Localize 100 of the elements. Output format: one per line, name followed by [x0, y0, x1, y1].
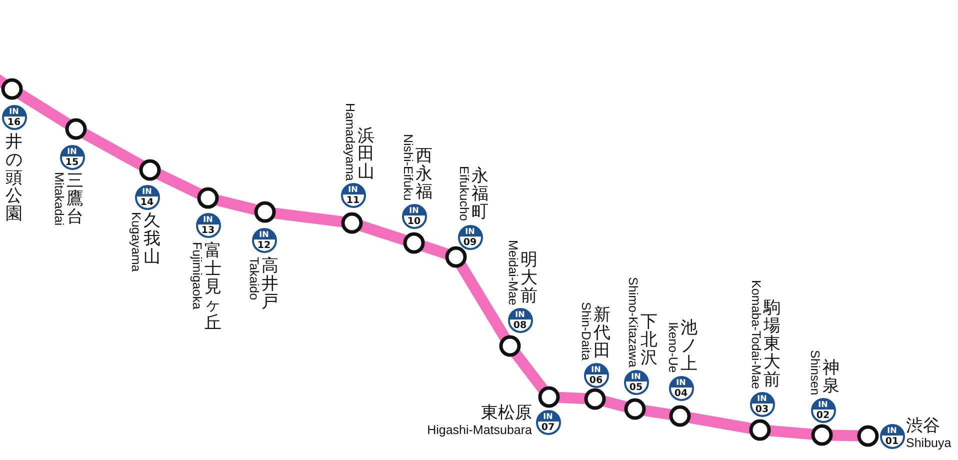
station-marker — [499, 335, 521, 357]
station-name-romaji: Eifukucho — [457, 166, 471, 221]
station-number-badge — [624, 370, 648, 394]
station-name: 下北沢 — [640, 313, 658, 367]
rail-line — [16, 89, 72, 129]
line-code: IN — [757, 394, 767, 402]
rail-line — [216, 194, 258, 216]
station-number: 14 — [140, 196, 154, 208]
station-name: 東松原 — [481, 403, 532, 423]
line-code: IN — [543, 412, 553, 420]
station-name-romaji: Takaido — [247, 257, 261, 300]
rail-line — [421, 240, 449, 260]
station-marker — [341, 212, 363, 234]
station-number-badge — [60, 144, 84, 170]
line-code: IN — [409, 206, 419, 214]
station-name-romaji: Fujimigaoka — [190, 242, 204, 310]
line-code: IN — [591, 364, 601, 374]
station-name: 西永福 — [415, 147, 433, 201]
station-number: 02 — [816, 410, 830, 420]
station-number: 12 — [257, 240, 271, 250]
station-number: 03 — [755, 404, 769, 414]
rail-line — [831, 430, 859, 442]
station-number-badge — [880, 424, 904, 448]
station-name: 渋谷 — [906, 416, 940, 436]
station-marker — [749, 419, 771, 441]
station-marker — [65, 118, 87, 140]
station-marker — [584, 388, 606, 410]
station-number: 09 — [463, 236, 477, 248]
station-name: 神泉 — [822, 359, 840, 395]
station-name-romaji: Shimo-Kitazawa — [626, 276, 640, 367]
station-marker — [254, 201, 276, 223]
station-marker — [669, 405, 691, 427]
station-number: 11 — [346, 194, 360, 206]
line-code: IN — [203, 214, 213, 224]
station-name: 駒場東大前 — [763, 299, 781, 389]
station-marker — [811, 424, 833, 446]
station-name: 池ノ上 — [680, 319, 698, 373]
station-number: 04 — [674, 388, 688, 398]
station-marker — [139, 159, 161, 181]
rail-line — [81, 128, 145, 170]
station-number-badge — [508, 308, 532, 332]
station-marker — [1, 78, 23, 100]
line-code: IN — [142, 186, 152, 196]
station-name: 富士見ヶ丘 — [204, 242, 222, 332]
station-name: 浜田山 — [357, 127, 375, 181]
station-name-romaji: Shibuya — [906, 436, 952, 450]
station-number: 15 — [65, 156, 79, 168]
line-code: IN — [67, 146, 77, 156]
station-name-romaji: Mitakadai — [52, 172, 66, 226]
station-name-romaji: Kugayama — [129, 212, 143, 272]
station-number: 10 — [407, 216, 421, 226]
station-number: 16 — [7, 116, 21, 128]
station-name-romaji: Meidai-Mae — [506, 240, 520, 305]
station-number: 08 — [513, 320, 527, 330]
rail-line — [274, 208, 344, 228]
station-marker — [445, 246, 467, 268]
station-name-romaji: Shin-Daita — [579, 302, 593, 360]
rail-line — [558, 392, 586, 404]
station-number: 01 — [885, 436, 899, 446]
line-code: IN — [818, 400, 828, 408]
rail-line — [156, 169, 202, 199]
station-name-romaji: Ikeno-Ue — [666, 322, 680, 373]
station-number: 07 — [541, 422, 555, 432]
line-code: IN — [887, 426, 897, 434]
station-number-badge — [584, 362, 608, 388]
station-marker — [857, 425, 879, 447]
station-name-romaji: Komaba-Todai-Mae — [749, 280, 763, 389]
line-code: IN — [676, 378, 686, 386]
station-name: 新代田 — [593, 306, 611, 360]
station-name: 明大前 — [520, 251, 538, 305]
station-number: 06 — [589, 374, 603, 386]
station-number-badge — [252, 228, 276, 252]
station-marker — [624, 398, 646, 420]
station-number-badge — [536, 410, 560, 434]
station-number-badge — [668, 376, 694, 400]
station-marker — [538, 386, 560, 408]
line-code: IN — [348, 184, 358, 194]
station-name: 高井戸 — [261, 257, 279, 311]
line-code: IN — [259, 230, 269, 238]
station-number-badge — [134, 184, 160, 210]
line-code: IN — [9, 106, 19, 116]
station-number-badge — [340, 182, 366, 208]
rail-line — [456, 262, 510, 341]
line-code: IN — [515, 310, 525, 318]
station-name: 久我山 — [143, 212, 161, 266]
rail-line — [511, 350, 548, 394]
station-number-badge — [458, 224, 482, 250]
station-name-romaji: Shinsen — [808, 350, 822, 395]
rail-line — [359, 220, 407, 246]
rail-line — [768, 425, 814, 440]
line-code: IN — [631, 372, 641, 380]
station-number-badge — [750, 392, 774, 416]
station-name-romaji: Hamadayama — [343, 103, 357, 181]
station-number-badge — [402, 204, 426, 228]
station-number: 13 — [201, 224, 215, 236]
station-name-romaji: Higashi-Matsubara — [427, 423, 532, 437]
station-number: 05 — [629, 382, 643, 392]
line-code: IN — [465, 226, 475, 236]
station-name: 三鷹台 — [66, 172, 84, 226]
station-name: 永福町 — [471, 167, 489, 221]
